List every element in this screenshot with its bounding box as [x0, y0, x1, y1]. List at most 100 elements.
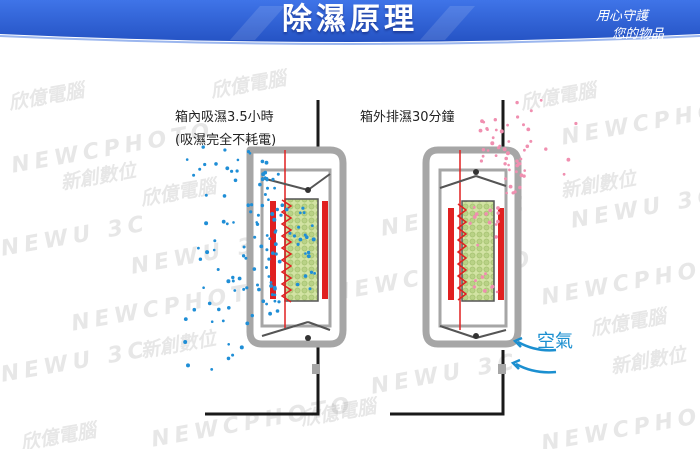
heater-bar	[270, 201, 276, 299]
moisture-particle	[207, 301, 212, 306]
moisture-particle	[183, 317, 188, 321]
moisture-particle	[273, 293, 277, 297]
right-unit	[390, 100, 557, 416]
moisture-particle	[246, 203, 250, 207]
moisture-particle	[198, 257, 203, 261]
moisture-particle	[261, 299, 266, 304]
moisture-particle	[256, 283, 259, 287]
moisture-particle	[504, 177, 507, 181]
moisture-particle	[515, 163, 519, 168]
moisture-particle	[486, 149, 490, 152]
moisture-particle	[203, 162, 207, 167]
silica-gel	[284, 198, 319, 302]
slogan-line-1: 用心守護	[596, 9, 649, 24]
moisture-particle	[260, 203, 265, 208]
moisture-particle	[242, 287, 246, 291]
moisture-particle	[507, 163, 510, 167]
moisture-particle	[515, 100, 519, 105]
moisture-particle	[494, 154, 498, 158]
moisture-particle	[245, 321, 250, 326]
moisture-particle	[263, 176, 267, 180]
moisture-particles-outside	[468, 98, 578, 294]
moisture-particle	[265, 266, 268, 269]
moisture-particle	[242, 245, 246, 249]
moisture-particle	[303, 274, 308, 278]
moisture-particle	[297, 225, 301, 229]
moisture-particle	[198, 167, 202, 171]
moisture-particle	[273, 186, 276, 190]
moisture-particle	[478, 128, 483, 133]
moisture-particle	[468, 221, 472, 225]
moisture-particle	[302, 211, 306, 215]
moisture-particle	[301, 206, 305, 210]
moisture-particle	[503, 162, 507, 166]
moisture-particle	[186, 363, 190, 368]
moisture-particle	[522, 123, 525, 127]
moisture-particle	[518, 162, 522, 166]
moisture-particle	[210, 368, 214, 371]
moisture-particle	[239, 345, 244, 350]
moisture-particle	[273, 299, 277, 303]
moisture-particle	[292, 234, 297, 238]
moisture-particle	[474, 279, 477, 283]
moisture-particle	[202, 286, 205, 290]
moisture-particle	[204, 221, 209, 226]
moisture-particle	[482, 289, 487, 293]
moisture-particle	[265, 248, 269, 252]
moisture-particle	[225, 222, 229, 226]
moisture-particle	[258, 182, 262, 187]
moisture-particle	[214, 162, 218, 166]
moisture-particle	[305, 235, 309, 239]
moisture-particle	[288, 231, 292, 235]
moisture-particle	[306, 254, 311, 259]
moisture-particle	[275, 309, 280, 313]
moisture-particle	[479, 159, 483, 163]
moisture-particle	[277, 259, 282, 264]
moisture-particle	[279, 213, 283, 217]
moisture-particle	[519, 157, 523, 161]
moisture-particle	[515, 159, 519, 163]
moisture-particle	[268, 311, 272, 316]
moisture-particle	[261, 172, 266, 177]
vent-flap	[261, 321, 309, 337]
vent-flap	[475, 175, 507, 187]
moisture-particle	[267, 257, 271, 261]
moisture-particle	[499, 129, 504, 134]
moisture-particle	[516, 115, 520, 119]
moisture-particle	[233, 289, 237, 292]
heating-coil	[280, 199, 293, 303]
moisture-particle	[494, 128, 498, 132]
moisture-particle	[494, 223, 498, 226]
moisture-particle	[313, 272, 316, 275]
moisture-particle	[519, 173, 524, 178]
moisture-particle	[250, 313, 254, 318]
moisture-particle	[222, 194, 227, 198]
moisture-particle	[244, 256, 248, 260]
moisture-particle	[484, 272, 487, 276]
moisture-particle	[260, 177, 265, 182]
moisture-particle	[185, 158, 189, 161]
moisture-particle	[525, 144, 530, 149]
moisture-particle	[298, 237, 303, 242]
moisture-particle	[526, 127, 531, 132]
moisture-particle	[269, 284, 273, 288]
moisture-particle	[236, 158, 240, 162]
left-label: 箱內吸濕3.5小時 (吸濕完全不耗電)	[175, 106, 276, 148]
moisture-particle	[265, 178, 269, 182]
moisture-particle	[476, 243, 479, 247]
moisture-particle	[284, 207, 289, 212]
moisture-particle	[210, 320, 214, 324]
moisture-particle	[265, 302, 268, 306]
moisture-particle	[498, 144, 502, 148]
moisture-particle	[507, 140, 511, 143]
vent-flap	[439, 175, 477, 189]
air-flow-arrow	[517, 340, 557, 352]
moisture-particle	[223, 148, 227, 152]
moisture-particle	[496, 211, 500, 215]
moisture-particle	[296, 242, 300, 246]
moisture-particle	[276, 172, 280, 176]
moisture-particle	[511, 191, 515, 195]
moisture-particle	[505, 191, 509, 195]
moisture-particle	[225, 166, 230, 171]
moisture-particle	[539, 98, 543, 102]
